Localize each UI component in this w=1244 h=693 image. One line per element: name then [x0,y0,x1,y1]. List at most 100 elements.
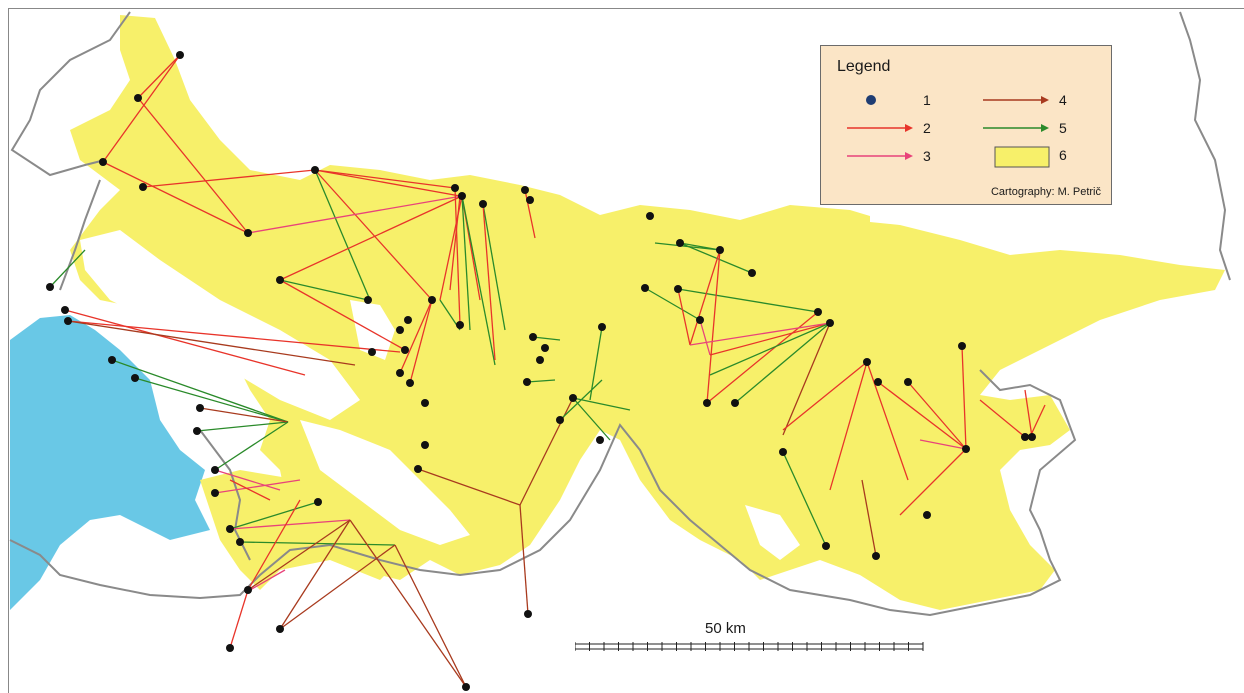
non-karst-patches [80,200,910,560]
tracing-route [559,379,603,421]
tracing-point [962,445,970,453]
arrow-symbol-icon [981,91,1051,109]
tracing-point [923,511,931,519]
tracing-route [314,169,461,197]
tracing-point [556,416,564,424]
tracing-point [596,436,604,444]
tracing-point [456,321,464,329]
legend-key: 3 [923,148,931,164]
tracing-route [689,249,721,346]
legend-title: Legend [837,58,891,75]
scale-bar: 50 km [574,620,925,659]
tracing-point [822,542,830,550]
tracing-point [524,610,532,618]
tracing-route [677,288,691,346]
tracing-point [134,94,142,102]
tracing-point [646,212,654,220]
tracing-route [229,479,271,501]
tracing-route [394,544,467,688]
tracing-route [399,299,433,374]
tracing-point [703,399,711,407]
tracing-route [572,397,631,411]
tracing-route [482,203,496,361]
legend-item-1: 1 [845,91,931,109]
tracing-point [674,285,682,293]
arrow-symbol-icon [845,147,915,165]
tracing-point [211,489,219,497]
tracing-route [214,469,281,491]
tracing-route [239,541,396,546]
tracing-point [193,427,201,435]
tracing-route [49,249,86,288]
legend-key: 4 [1059,92,1067,108]
tracing-route [449,195,461,291]
tracing-route [532,336,561,341]
tracing-route [279,519,351,630]
tracing-route [229,589,249,649]
tracing-route [734,322,831,404]
tracing-route [137,54,181,99]
tracing-point [404,316,412,324]
tracing-route [877,381,967,450]
tracing-point [396,369,404,377]
tracing-route [247,519,351,591]
tracing-route [461,195,471,331]
tracing-point [526,196,534,204]
tracing-point [196,404,204,412]
tracing-route [706,249,721,404]
arrow-symbol-icon [981,119,1051,137]
tracing-route [279,544,396,630]
tracing-point [958,342,966,350]
legend-key: 1 [923,92,931,108]
tracing-point [872,552,880,560]
tracing-route [829,361,868,491]
tracing-route [961,345,967,450]
tracing-route [861,479,877,557]
tracing-route [654,242,721,251]
tracing-point [696,316,704,324]
tracing-route [196,421,289,432]
tracing-route [314,169,456,189]
tracing-route [314,169,371,301]
tracing-point [462,683,470,691]
tracing-point [479,200,487,208]
tracing-route [409,299,433,384]
tracing-point [139,183,147,191]
tracing-point [863,358,871,366]
tracing-route [919,439,967,450]
tracing-point [541,344,549,352]
tracing-route [247,195,463,234]
tracing-point [451,184,459,192]
tracing-route [64,309,306,376]
tracing-route [279,279,369,301]
tracing-route [137,97,249,234]
tracing-point [421,441,429,449]
tracing-point [64,317,72,325]
tracing-route [526,379,556,383]
tracing-point [421,399,429,407]
sea-area [10,315,210,610]
arrow-symbol-icon [845,119,915,137]
legend-item-4: 4 [981,91,1067,109]
tracing-point [428,296,436,304]
tracing-point [716,246,724,254]
legend-item-5: 5 [981,119,1067,137]
tracing-route [214,421,289,471]
tracing-route [142,169,316,188]
tracing-point [276,276,284,284]
tracing-route [279,279,406,351]
tracing-point [311,166,319,174]
tracing-point [211,466,219,474]
cartography-credit: Cartography: M. Petrič [990,186,1101,198]
point-symbol-icon [845,91,915,109]
tracing-route [519,504,529,615]
tracing-point [874,378,882,386]
tracing-point [401,346,409,354]
tracing-point [396,326,404,334]
tracing-point [236,538,244,546]
tracing-route [572,397,611,441]
tracing-point [1028,433,1036,441]
tracing-point [99,158,107,166]
tracing-route [782,451,827,547]
tracing-route [679,242,753,274]
